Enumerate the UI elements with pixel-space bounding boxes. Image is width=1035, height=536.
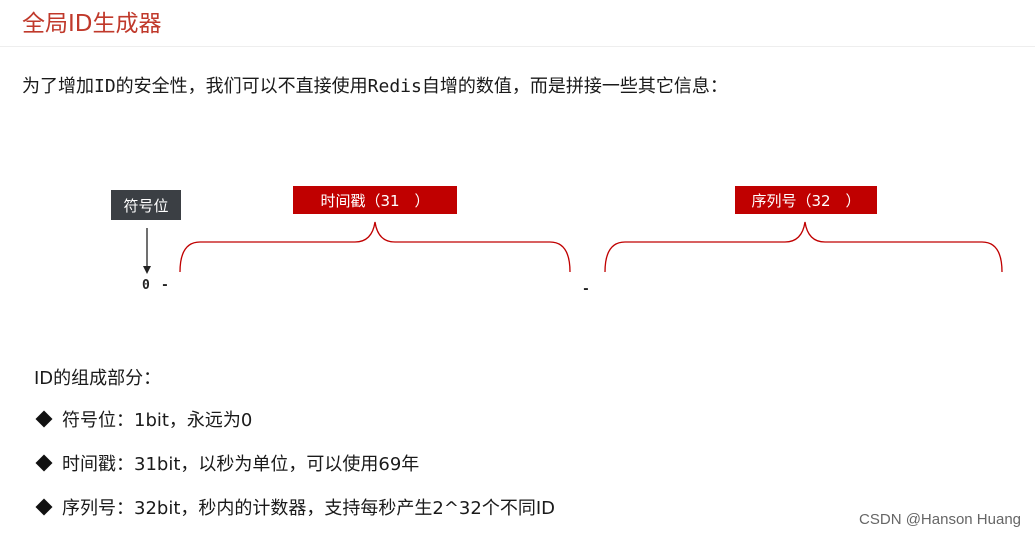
list-item: 时间戳：31bit，以秒为单位，可以使用69年 — [34, 450, 419, 476]
page-title: 全局ID生成器 — [22, 11, 162, 37]
sign-bit-label: 符号位 — [111, 190, 181, 220]
diamond-bullet-icon — [35, 410, 53, 428]
sequence-brace — [604, 221, 1003, 273]
diamond-bullet-icon — [35, 498, 53, 516]
parts-heading: ID的组成部分： — [34, 368, 162, 389]
list-item-text: 序列号：32bit，秒内的计数器，支持每秒产生2^32个不同ID — [62, 498, 555, 519]
list-item: 序列号：32bit，秒内的计数器，支持每秒产生2^32个不同ID — [34, 494, 555, 520]
intro-text: 为了增加ID的安全性，我们可以不直接使用Redis自增的数值，而是拼接一些其它信… — [22, 76, 728, 97]
watermark: CSDN @Hanson Huang — [859, 511, 1021, 528]
sign-arrow-head — [143, 266, 151, 274]
title-divider — [0, 46, 1035, 47]
list-item-text: 时间戳：31bit，以秒为单位，可以使用69年 — [62, 454, 420, 475]
diamond-bullet-icon — [35, 454, 53, 472]
list-item-text: 符号位：1bit，永远为0 — [62, 410, 253, 431]
separator-dash: - — [582, 282, 590, 297]
sign-bit-value: 0 — [142, 278, 150, 293]
separator-dash: - — [161, 278, 169, 293]
list-item: 符号位：1bit，永远为0 — [34, 406, 252, 432]
timestamp-brace — [179, 221, 571, 273]
timestamp-label: 时间戳（31 ） — [293, 186, 457, 214]
sequence-label: 序列号（32 ） — [735, 186, 877, 214]
